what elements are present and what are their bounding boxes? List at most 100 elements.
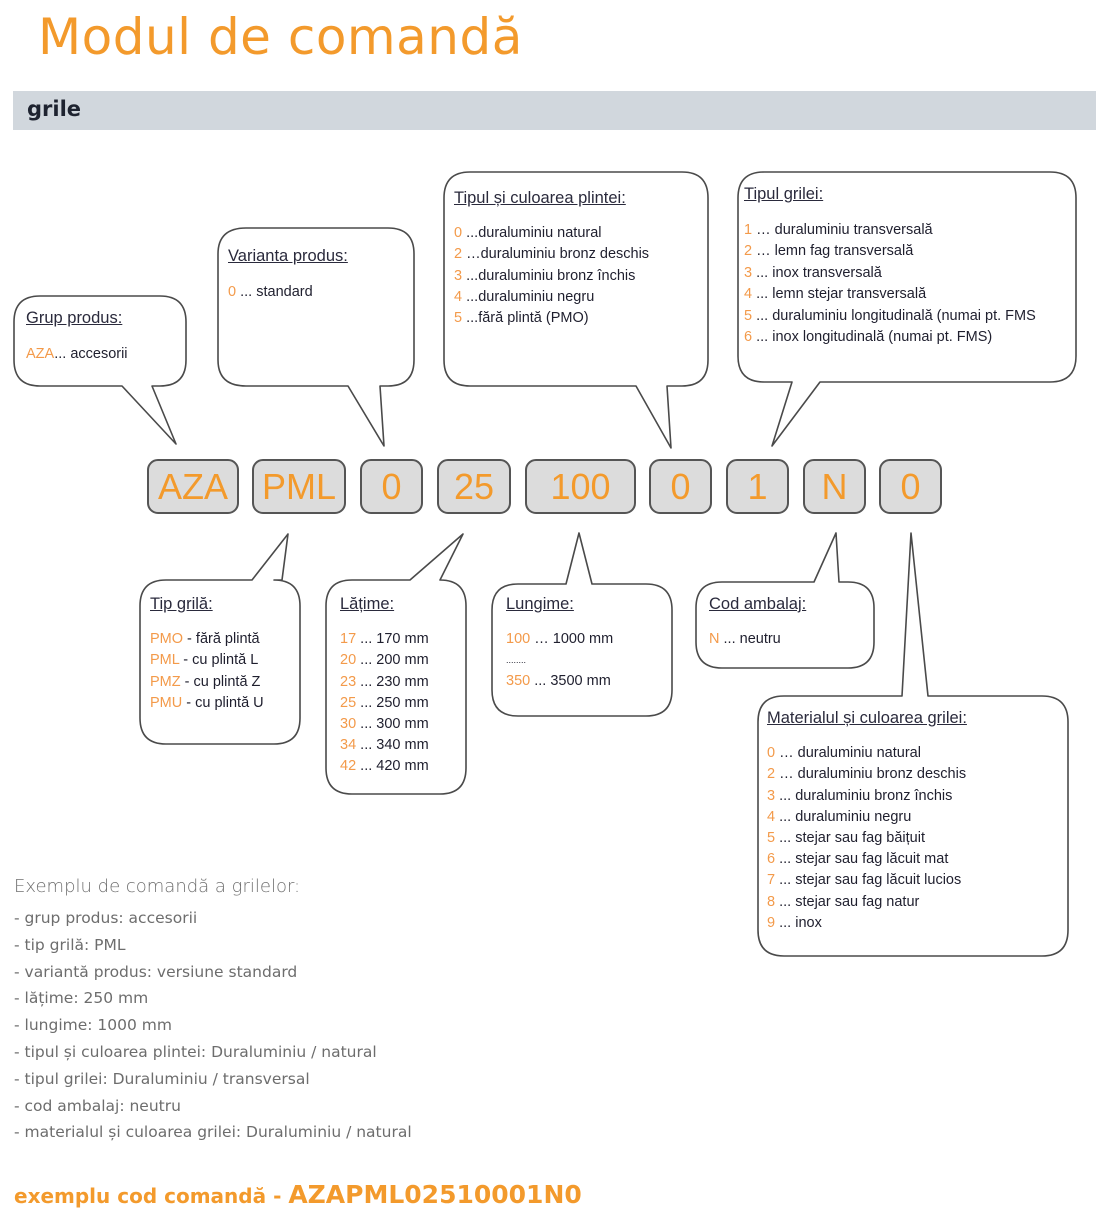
order-code-value: AZAPML02510001N0	[288, 1180, 582, 1209]
callout-item: 20 ... 200 mm	[340, 650, 429, 671]
callout-item: PMU - cu plintă U	[150, 693, 264, 714]
section-title: grile	[27, 97, 82, 121]
item-code: 42	[340, 758, 357, 775]
code-segment-tipul-grilei: 1	[726, 459, 789, 514]
callout-item: 42 ... 420 mm	[340, 756, 429, 777]
item-text: ... duraluminiu longitudinală (numai pt.…	[752, 307, 1036, 324]
callout-item: 5 ... stejar sau fag băițuit	[767, 828, 967, 849]
code-segment-grup-produs: AZA	[147, 459, 239, 514]
callout-item: 9 ... inox	[767, 913, 967, 934]
item-text: ...duraluminiu bronz închis	[462, 267, 636, 284]
item-code: PML	[150, 652, 180, 669]
item-text: ........	[506, 655, 527, 666]
callout-tipul-plintei-shape	[443, 171, 709, 449]
item-code: 4	[767, 808, 776, 825]
callout-item: 3 ... duraluminiu bronz închis	[767, 786, 967, 807]
item-code: AZA	[26, 345, 55, 362]
code-segment-latime: 25	[437, 459, 511, 514]
item-code: 5	[744, 307, 753, 324]
callout-cod-ambalaj: Cod ambalaj: N ... neutru	[709, 594, 806, 650]
item-text: ...duraluminiu negru	[462, 288, 595, 305]
callout-item: 3 ... inox transversală	[744, 263, 1074, 285]
callout-item: 6 ... stejar sau fag lăcuit mat	[767, 849, 967, 870]
item-text: - cu plintă U	[182, 694, 264, 711]
item-code: PMO	[150, 631, 184, 648]
callout-lungime-shape	[491, 532, 673, 717]
callout-grup-produs-shape	[13, 295, 187, 445]
callout-item: PMO - fără plintă	[150, 629, 264, 650]
item-text: … duraluminiu transversală	[752, 221, 933, 238]
callout-item: 2 … lemn fag transversală	[744, 241, 1074, 263]
callout-cod-ambalaj-shape	[695, 532, 875, 669]
item-text: ... inox longitudinală (numai pt. FMS)	[752, 329, 993, 345]
callout-tipul-plintei: Tipul și culoarea plintei: 0 ...duralumi…	[454, 188, 649, 329]
item-code: 30	[340, 716, 357, 733]
callout-item: PMZ - cu plintă Z	[150, 672, 264, 693]
item-text: … 1000 mm	[530, 631, 614, 648]
example-line: - materialul și culoarea grilei: Duralum…	[14, 1123, 412, 1142]
example-line: - lățime: 250 mm	[14, 989, 149, 1008]
item-text: … lemn fag transversală	[752, 243, 914, 259]
item-text: ... stejar sau fag lăcuit mat	[775, 851, 949, 868]
example-line: - lungime: 1000 mm	[14, 1016, 172, 1035]
item-code: 3	[744, 264, 753, 281]
callout-tip-grila-shape	[139, 533, 301, 745]
item-text: ... 420 mm	[356, 758, 429, 775]
example-line: - tipul grilei: Duraluminiu / transversa…	[14, 1069, 310, 1088]
example-line: - variantă produs: versiune standard	[14, 962, 298, 981]
item-code: 7	[767, 872, 776, 889]
callout-latime-shape	[325, 533, 467, 795]
callout-heading: Tipul grilei:	[744, 185, 824, 203]
callout-heading: Cod ambalaj:	[709, 595, 807, 613]
item-code: 34	[340, 737, 357, 754]
code-segment-tipul-plintei: 0	[649, 459, 712, 514]
callout-item: PML - cu plintă L	[150, 650, 264, 671]
item-text: ... standard	[236, 283, 313, 300]
callout-grup-produs: Grup produs: AZA... accesorii	[26, 308, 128, 365]
example-line: - cod ambalaj: neutru	[14, 1096, 181, 1115]
item-text: ... stejar sau fag natur	[775, 893, 920, 910]
callout-heading: Tipul și culoarea plintei:	[454, 189, 626, 207]
code-segment-materialul-grilei: 0	[879, 459, 942, 514]
callout-heading: Materialul și culoarea grilei:	[767, 709, 967, 727]
callout-item: N ... neutru	[709, 629, 806, 650]
item-code: 0	[454, 225, 463, 242]
callout-varianta-produs-shape	[217, 227, 415, 447]
callout-materialul-grilei-shape	[757, 532, 1069, 957]
callout-varianta-produs: Varianta produs: 0 ... standard	[228, 246, 348, 303]
callout-item: 100 … 1000 mm	[506, 629, 613, 650]
item-code: 2	[454, 246, 463, 263]
item-code: 20	[340, 652, 357, 669]
callout-item: 8 ... stejar sau fag natur	[767, 892, 967, 913]
item-code: 23	[340, 673, 357, 690]
item-text: ... 250 mm	[356, 694, 429, 711]
item-text: ... 3500 mm	[530, 673, 611, 690]
example-line: - tip grilă: PML	[14, 935, 126, 954]
item-code: 100	[506, 631, 531, 648]
callout-item: 30 ... 300 mm	[340, 714, 429, 735]
callout-item: 0 ... standard	[228, 282, 348, 304]
item-code: 0	[767, 745, 776, 762]
item-text: ... 200 mm	[356, 652, 429, 669]
item-code: 3	[767, 787, 776, 804]
item-text: ...duraluminiu natural	[462, 225, 602, 242]
item-text: ... lemn stejar transversală	[752, 286, 927, 302]
item-text: ... duraluminiu bronz închis	[775, 787, 953, 804]
code-segment-tip-grila: PML	[252, 459, 346, 514]
order-code-label: exemplu cod comandă -	[14, 1184, 289, 1208]
item-text: ... stejar sau fag lăcuit lucios	[775, 872, 962, 889]
callout-heading: Lățime:	[340, 595, 395, 613]
item-text: - cu plintă L	[179, 652, 259, 669]
section-header-bar: grile	[13, 91, 1096, 130]
item-code: 8	[767, 893, 776, 910]
code-segment-cod-ambalaj: N	[803, 459, 866, 514]
item-code: 6	[767, 851, 776, 868]
item-text: ... neutru	[719, 631, 781, 648]
callout-heading: Lungime:	[506, 595, 574, 613]
example-line: - tipul și culoarea plintei: Duraluminiu…	[14, 1042, 377, 1061]
item-code: N	[709, 631, 720, 648]
code-segment-varianta-produs: 0	[360, 459, 423, 514]
callout-item: 350 ... 3500 mm	[506, 671, 613, 692]
callout-tipul-grilei: Tipul grilei: 1 … duraluminiu transversa…	[744, 184, 1074, 349]
